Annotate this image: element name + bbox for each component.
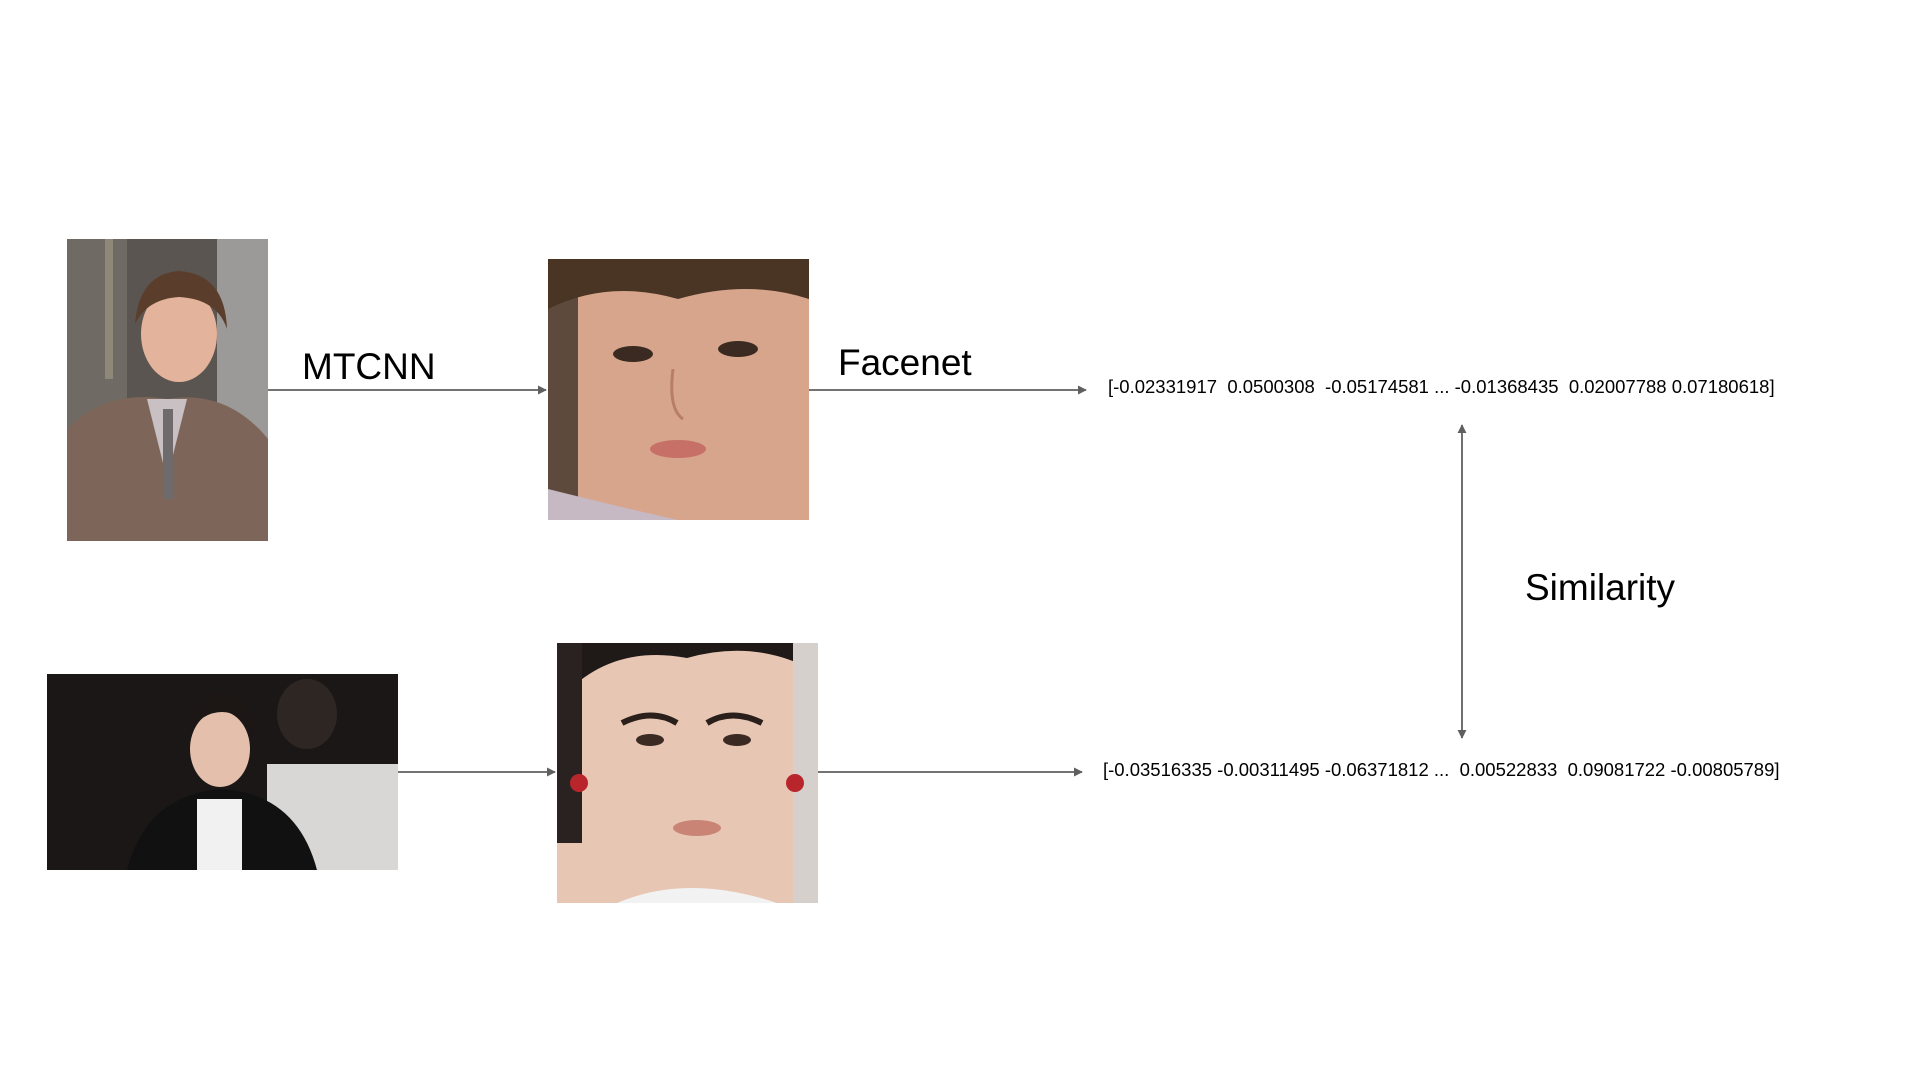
facenet-label: Facenet (838, 342, 972, 383)
embedding-vector-2: [-0.03516335 -0.00311495 -0.06371812 ...… (1103, 759, 1780, 780)
cropped-face-1 (548, 259, 809, 520)
embedding-vector-1: [-0.02331917 0.0500308 -0.05174581 ... -… (1108, 376, 1775, 397)
similarity-label: Similarity (1525, 567, 1676, 608)
input-photo-2 (47, 674, 398, 870)
mtcnn-label: MTCNN (302, 346, 436, 387)
input-photo-1 (67, 239, 268, 541)
cropped-face-2 (557, 643, 818, 903)
